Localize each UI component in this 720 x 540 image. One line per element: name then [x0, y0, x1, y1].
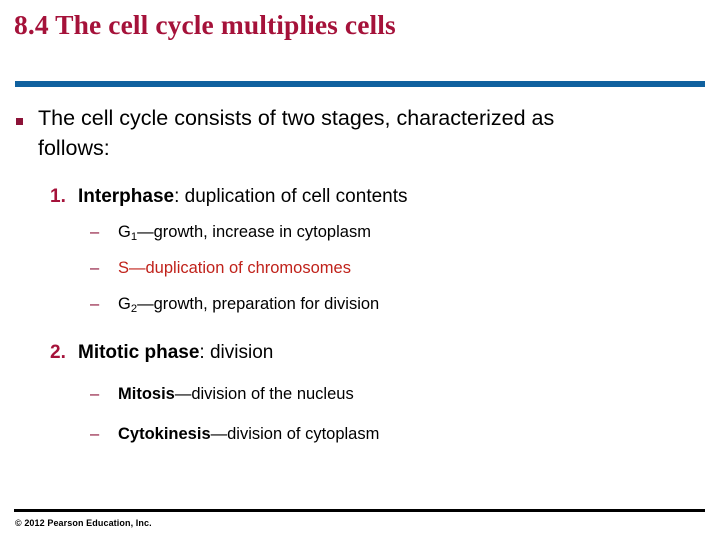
spacer — [0, 167, 720, 184]
item-rest-text: : division — [199, 342, 274, 363]
subitem-text-post: —growth, preparation for division — [137, 295, 380, 313]
item-rest-text: : duplication of cell contents — [174, 186, 408, 207]
subitem-g1: – G1—growth, increase in cytoplasm — [0, 221, 720, 246]
title-area: 8.4 The cell cycle multiplies cells — [14, 8, 706, 66]
item-bold-label: Mitotic phase — [78, 342, 200, 363]
blue-divider-rule — [15, 81, 705, 87]
item-number: 1. — [50, 186, 66, 207]
spacer — [0, 246, 720, 257]
subitem-g2-text: G2—growth, preparation for division — [118, 293, 720, 318]
item-bold-label: Interphase — [78, 186, 175, 207]
subitem-text-pre: G — [118, 295, 131, 313]
item-number: 2. — [50, 342, 66, 363]
subitem-g1-text: G1—growth, increase in cytoplasm — [118, 221, 720, 246]
dash-marker-icon: – — [90, 385, 100, 403]
dash-marker-icon: – — [90, 295, 100, 313]
numbered-item-1: 1. Interphase: duplication of cell conte… — [0, 184, 678, 210]
numbered-item-2-text: Mitotic phase: division — [78, 340, 678, 366]
footer-divider-rule — [14, 509, 705, 512]
bullet-level1-text: The cell cycle consists of two stages, c… — [38, 106, 555, 160]
spacer — [0, 366, 720, 383]
dash-marker-icon: – — [90, 223, 100, 241]
spacer — [0, 318, 720, 340]
square-bullet-icon — [16, 118, 23, 125]
copyright-notice: © 2012 Pearson Education, Inc. — [15, 518, 152, 528]
subitem-bold-label: Mitosis — [118, 385, 175, 403]
subitem-cytokinesis-text: Cytokinesis—division of cytoplasm — [118, 423, 720, 446]
subitem-text-post: —division of the nucleus — [174, 385, 354, 403]
subitem-g2: – G2—growth, preparation for division — [0, 293, 720, 318]
dash-marker-icon: – — [90, 259, 100, 277]
slide-body: The cell cycle consists of two stages, c… — [0, 104, 720, 446]
spacer — [0, 282, 720, 293]
subitem-text-post: —growth, increase in cytoplasm — [137, 223, 371, 241]
subitem-subscript: 1 — [130, 230, 138, 243]
subitem-subscript: 2 — [130, 302, 138, 315]
subitem-cytokinesis: – Cytokinesis—division of cytoplasm — [0, 423, 720, 446]
numbered-item-2: 2. Mitotic phase: division — [0, 340, 678, 366]
subitem-bold-label: Cytokinesis — [118, 425, 211, 443]
spacer — [0, 210, 720, 221]
subitem-s-phase-text: S—duplication of chromosomes — [118, 257, 720, 282]
bullet-level1: The cell cycle consists of two stages, c… — [0, 104, 558, 163]
subitem-text-pre: S—duplication of chromosomes — [118, 259, 351, 277]
dash-marker-icon: – — [90, 425, 100, 443]
subitem-mitosis-text: Mitosis—division of the nucleus — [118, 383, 720, 406]
subitem-text-pre: G — [118, 223, 131, 241]
numbered-item-1-text: Interphase: duplication of cell contents — [78, 184, 678, 210]
page-title: 8.4 The cell cycle multiplies cells — [14, 9, 396, 40]
spacer — [0, 406, 720, 423]
subitem-s-phase: – S—duplication of chromosomes — [0, 257, 720, 282]
subitem-text-post: —division of cytoplasm — [210, 425, 380, 443]
subitem-mitosis: – Mitosis—division of the nucleus — [0, 383, 720, 406]
